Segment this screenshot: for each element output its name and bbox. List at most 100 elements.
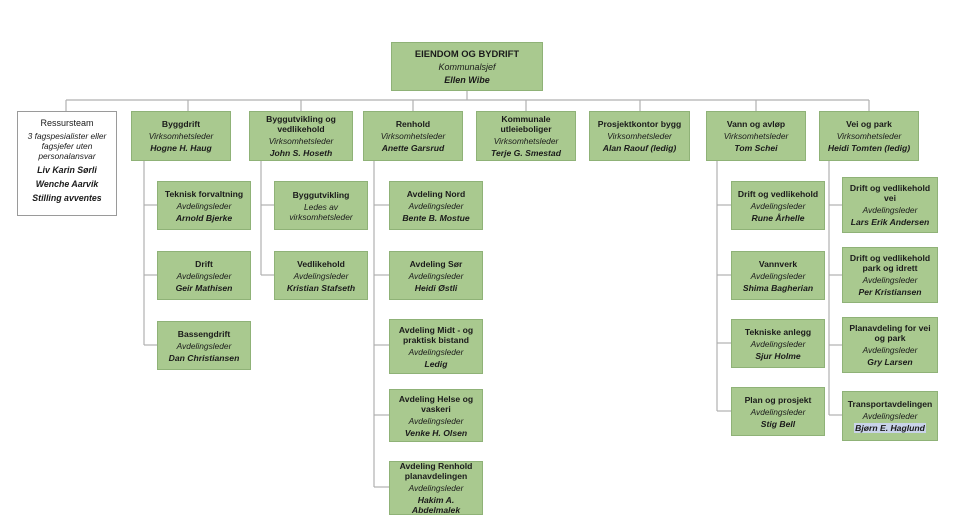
dept-role: Avdelingsleder: [408, 270, 464, 281]
dept-name: Shima Bagherian: [742, 282, 814, 293]
dept-role: Avdelingsleder: [750, 338, 806, 349]
dept-name: Dan Christiansen: [168, 352, 240, 363]
dept-box: Avdeling Helse og vaskeri Avdelingsleder…: [389, 389, 483, 442]
dept-title: Avdeling Midt - og praktisk bistand: [398, 324, 474, 345]
dept-role: Avdelingsleder: [176, 270, 232, 281]
dept-name: Rune Århelle: [751, 212, 805, 223]
unit-box-byggdrift: Byggdrift Virksomhetsleder Hogne H. Haug: [131, 111, 231, 161]
dept-title: Drift: [195, 258, 213, 269]
unit-name: Tom Schei: [734, 143, 778, 153]
unit-role: Virksomhetsleder: [836, 131, 902, 141]
unit-box-byggutvikling: Byggutvikling og vedlikehold Virksomhets…: [249, 111, 353, 161]
unit-role: Virksomhetsleder: [607, 131, 672, 141]
dept-role: Avdelingsleder: [408, 415, 464, 426]
dept-title: Avdeling Helse og vaskeri: [398, 393, 474, 414]
dept-name: Per Kristiansen: [858, 287, 922, 297]
unit-role: Virksomhetsleder: [493, 136, 559, 146]
top-role: Kommunalsjef: [438, 61, 496, 72]
dept-name-wrapper: Bjørn E. Haglund: [854, 423, 926, 433]
unit-role: Virksomhetsleder: [148, 131, 214, 141]
unit-name: Terje G. Smestad: [491, 148, 561, 158]
dept-name: Bente B. Mostue: [402, 212, 470, 223]
dept-role: Avdelingsleder: [408, 200, 464, 211]
ressursteam-title: Ressursteam: [40, 118, 94, 128]
unit-title: Kommunale utleieboliger: [500, 114, 552, 134]
dept-box: Vannverk Avdelingsleder Shima Bagherian: [731, 251, 825, 300]
unit-name: Anette Garsrud: [381, 143, 445, 153]
dept-name-highlighted: Bjørn E. Haglund: [854, 423, 926, 433]
unit-box-vann-og-avlop: Vann og avløp Virksomhetsleder Tom Schei: [706, 111, 806, 161]
dept-name: Sjur Holme: [755, 350, 801, 361]
unit-role: Virksomhetsleder: [268, 136, 334, 146]
dept-title: Drift og vedlikehold: [737, 188, 819, 199]
dept-role: Avdelingsleder: [862, 411, 918, 421]
dept-box: Teknisk forvaltning Avdelingsleder Arnol…: [157, 181, 251, 230]
dept-title: Transportavdelingen: [847, 399, 933, 409]
dept-title: Byggutvikling: [292, 189, 350, 200]
dept-title: Avdeling Nord: [406, 188, 466, 199]
dept-title: Bassengdrift: [177, 328, 231, 339]
unit-title: Vann og avløp: [726, 119, 786, 129]
dept-name: Gry Larsen: [867, 357, 913, 367]
dept-name: Heidi Østli: [414, 282, 458, 293]
unit-box-renhold: Renhold Virksomhetsleder Anette Garsrud: [363, 111, 463, 161]
dept-role: Ledes av virksomhetsleder: [289, 201, 353, 222]
unit-name: Alan Raouf (ledig): [602, 143, 677, 153]
dept-title: Drift og vedlikehold park og idrett: [849, 253, 931, 273]
dept-name: Stig Bell: [760, 418, 796, 429]
ressursteam-name: Liv Karin Sørli: [37, 165, 97, 175]
dept-title: Tekniske anlegg: [744, 326, 812, 337]
unit-title: Byggutvikling og vedlikehold: [266, 114, 336, 134]
dept-box: Avdeling Midt - og praktisk bistand Avde…: [389, 319, 483, 374]
dept-role: Avdelingsleder: [750, 406, 806, 417]
top-name: Ellen Wibe: [444, 74, 490, 85]
dept-box: Bassengdrift Avdelingsleder Dan Christia…: [157, 321, 251, 370]
dept-name: Venke H. Olsen: [404, 427, 468, 438]
dept-title: Planavdeling for vei og park: [849, 323, 931, 343]
dept-box: Drift og vedlikehold Avdelingsleder Rune…: [731, 181, 825, 230]
dept-name: Geir Mathisen: [175, 282, 233, 293]
dept-title: Plan og prosjekt: [744, 394, 812, 405]
dept-role: Avdelingsleder: [862, 275, 918, 285]
dept-box: Vedlikehold Avdelingsleder Kristian Staf…: [274, 251, 368, 300]
dept-box: Transportavdelingen Avdelingsleder Bjørn…: [842, 391, 938, 441]
unit-title: Vei og park: [846, 119, 892, 129]
unit-box-prosjektkontor: Prosjektkontor bygg Virksomhetsleder Ala…: [589, 111, 690, 161]
top-box: EIENDOM OG BYDRIFT Kommunalsjef Ellen Wi…: [391, 42, 543, 91]
dept-title: Teknisk forvaltning: [164, 188, 244, 199]
top-title: EIENDOM OG BYDRIFT: [414, 47, 520, 59]
dept-box: Avdeling Sør Avdelingsleder Heidi Østli: [389, 251, 483, 300]
ressursteam-role: 3 fagspesialister eller fagsjefer uten p…: [27, 131, 107, 161]
dept-role: Avdelingsleder: [862, 205, 918, 215]
ressursteam-name: Stilling avventes: [32, 193, 102, 203]
dept-box: Avdeling Nord Avdelingsleder Bente B. Mo…: [389, 181, 483, 230]
dept-role: Avdelingsleder: [750, 270, 806, 281]
ressursteam-name: Wenche Aarvik: [35, 179, 99, 189]
dept-role: Avdelingsleder: [176, 200, 232, 211]
unit-box-vei-og-park: Vei og park Virksomhetsleder Heidi Tomte…: [819, 111, 919, 161]
dept-name: Arnold Bjerke: [175, 212, 233, 223]
unit-title: Prosjektkontor bygg: [597, 119, 682, 129]
dept-name: Kristian Stafseth: [286, 282, 356, 293]
dept-title: Avdeling Sør: [409, 258, 463, 269]
dept-role: Avdelingsleder: [293, 270, 349, 281]
dept-title: Drift og vedlikehold vei: [849, 183, 931, 203]
ressursteam-box: Ressursteam 3 fagspesialister eller fags…: [17, 111, 117, 216]
dept-box: Avdeling Renhold planavdelingen Avdeling…: [389, 461, 483, 515]
dept-box: Planavdeling for vei og park Avdelingsle…: [842, 317, 938, 373]
dept-box: Plan og prosjekt Avdelingsleder Stig Bel…: [731, 387, 825, 436]
dept-role: Avdelingsleder: [750, 200, 806, 211]
unit-title: Byggdrift: [161, 119, 201, 129]
unit-name: John S. Hoseth: [269, 148, 333, 158]
unit-title: Renhold: [395, 119, 431, 129]
dept-title: Vedlikehold: [297, 258, 345, 269]
dept-role: Avdelingsleder: [408, 346, 464, 357]
dept-box: Drift og vedlikehold vei Avdelingsleder …: [842, 177, 938, 233]
dept-name: Hakim A. Abdelmalek: [411, 495, 461, 515]
dept-box: Drift Avdelingsleder Geir Mathisen: [157, 251, 251, 300]
unit-role: Virksomhetsleder: [723, 131, 789, 141]
dept-box: Byggutvikling Ledes av virksomhetsleder: [274, 181, 368, 230]
dept-role: Avdelingsleder: [176, 340, 232, 351]
unit-box-utleieboliger: Kommunale utleieboliger Virksomhetsleder…: [476, 111, 576, 161]
